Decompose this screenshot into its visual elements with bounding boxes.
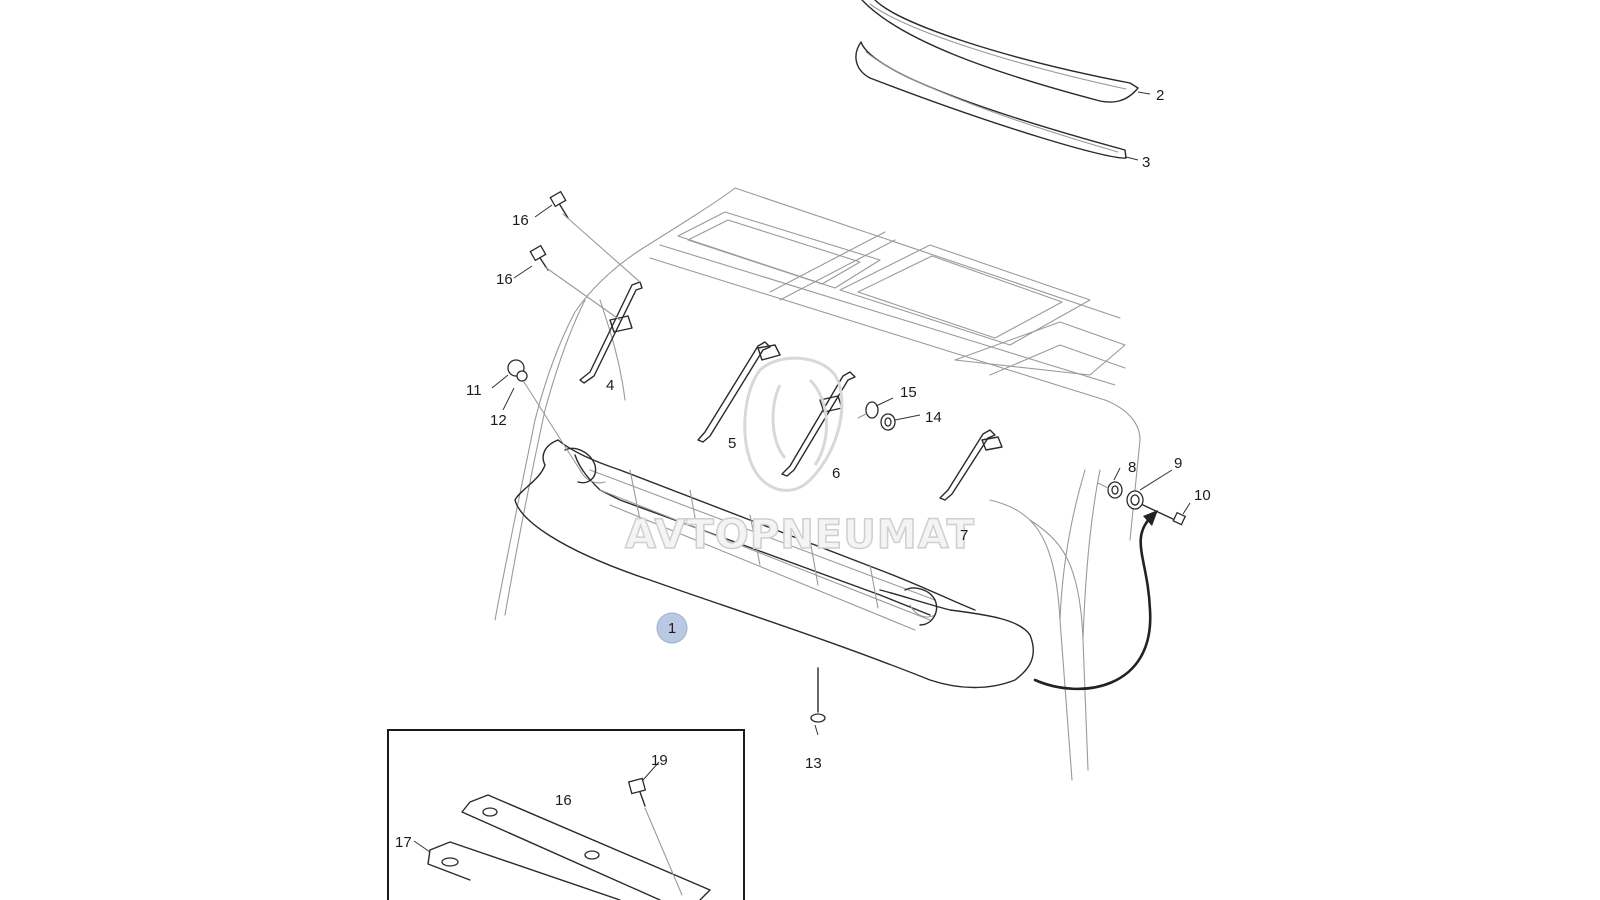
screw-10-icon: [1142, 504, 1187, 526]
callout-2: 2: [1156, 87, 1164, 104]
nut-9-icon: [1126, 490, 1144, 510]
callout-17: 17: [395, 834, 412, 851]
bracket-5: [697, 341, 781, 443]
callout-5: 5: [728, 435, 736, 452]
trim-strip-3: [855, 41, 1127, 159]
callout-10: 10: [1194, 487, 1211, 504]
callout-8: 8: [1128, 459, 1136, 476]
callout-9: 9: [1174, 455, 1182, 472]
pin-13-icon: [810, 667, 826, 723]
callout-16-lower: 16: [496, 271, 513, 288]
assembly-arrow-icon: [1033, 510, 1158, 691]
callout-7: 7: [960, 527, 968, 544]
callout-14: 14: [925, 409, 942, 426]
bracket-4: [579, 281, 643, 384]
watermark-logo: [743, 356, 844, 492]
cab-roof-outline: [494, 187, 1141, 781]
callout-15: 15: [900, 384, 917, 401]
watermark-text: AVTOPNEUMAT: [625, 512, 975, 558]
callout-13: 13: [805, 755, 822, 772]
callout-16-upper: 16: [512, 212, 529, 229]
callout-4: 4: [606, 377, 614, 394]
callout-11: 11: [466, 382, 482, 399]
inset-detail: [387, 729, 745, 900]
callout-6: 6: [832, 465, 840, 482]
callout-12: 12: [490, 412, 507, 429]
bracket-7: [939, 429, 1003, 501]
bolt-16-lower-icon: [529, 244, 621, 321]
trim-strip-2: [861, 0, 1139, 103]
washer-15-icon: [857, 401, 879, 419]
sun-visor-panel: [514, 439, 1034, 689]
bolt-16-upper-icon: [549, 190, 641, 283]
callout-16-inset: 16: [555, 792, 572, 809]
callout-1-badge: [656, 612, 688, 644]
callout-19: 19: [651, 752, 668, 769]
washer-8-icon: [1097, 481, 1123, 499]
clip-11-12-icon: [507, 359, 581, 471]
nut-14-icon: [880, 413, 896, 431]
leader-lines: [413, 91, 1191, 853]
callout-1: 1: [668, 620, 676, 637]
callout-3: 3: [1142, 154, 1150, 171]
